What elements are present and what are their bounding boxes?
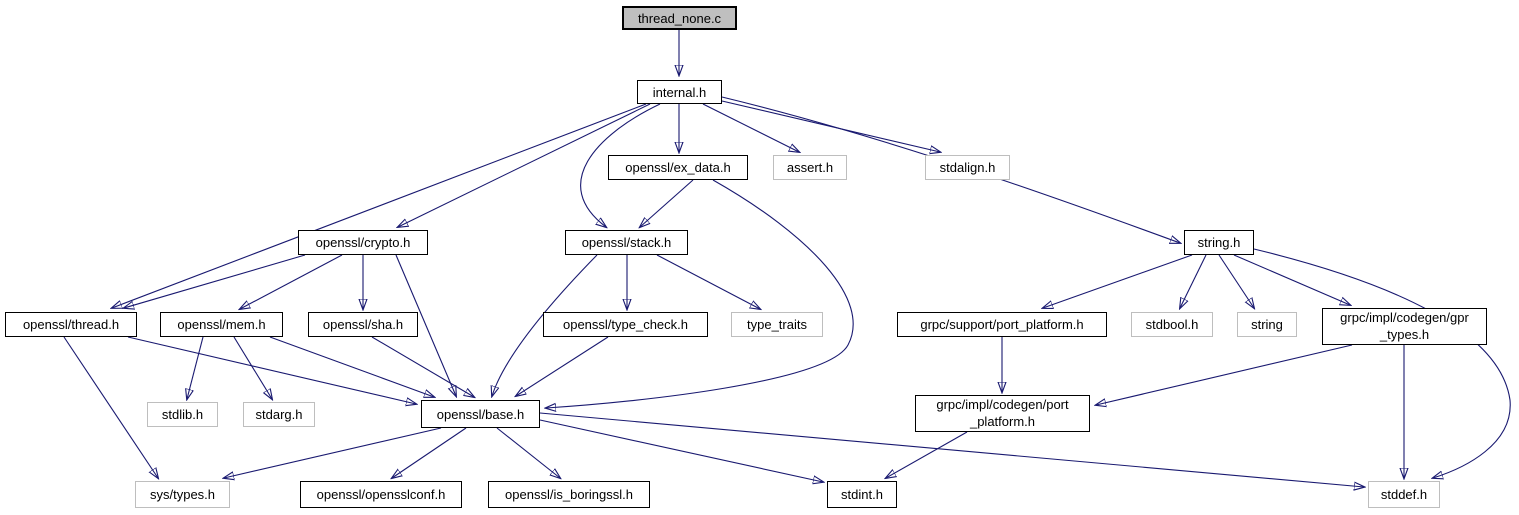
edge-gpr_types-to-codegen_pp (1096, 344, 1353, 405)
node-openssl-opensslconf-h[interactable]: openssl/opensslconf.h (300, 481, 462, 508)
edge-base-to-sys_types (224, 427, 442, 478)
node-stdlib-h: stdlib.h (147, 402, 218, 427)
node-stdint-h[interactable]: stdint.h (827, 481, 897, 508)
node-thread-none-c: thread_none.c (622, 6, 737, 30)
edge-crypto-to-thread (124, 254, 306, 308)
node-label-line2: _types.h (1379, 326, 1430, 342)
edge-string-to-string_lib (1218, 254, 1254, 308)
node-assert-h: assert.h (773, 155, 847, 180)
edge-thread-to-sys_types (63, 336, 158, 478)
edge-crypto-to-base (395, 254, 456, 396)
node-openssl-stack-h[interactable]: openssl/stack.h (565, 230, 688, 255)
node-openssl-is-boringssl-h[interactable]: openssl/is_boringssl.h (488, 481, 650, 508)
edge-internal-to-crypto (398, 103, 651, 227)
edge-crypto-to-mem (240, 254, 343, 309)
node-openssl-sha-h[interactable]: openssl/sha.h (308, 312, 418, 337)
node-type-traits: type_traits (731, 312, 823, 337)
node-stdbool-h: stdbool.h (1131, 312, 1213, 337)
node-string-lib: string (1237, 312, 1297, 337)
edge-internal-to-assert (702, 103, 799, 152)
edge-mem-to-stdlib (187, 336, 204, 399)
edge-codegen_pp-to-stdint (886, 431, 968, 478)
node-openssl-crypto-h[interactable]: openssl/crypto.h (298, 230, 428, 255)
edge-thread-to-base (127, 336, 416, 404)
edge-base-to-stdint (539, 419, 823, 482)
edge-string-to-stdbool (1180, 254, 1207, 308)
edge-internal-to-stack (580, 103, 661, 227)
edge-stack-to-type_traits (656, 254, 760, 309)
node-openssl-ex-data-h[interactable]: openssl/ex_data.h (608, 155, 748, 180)
edge-string-to-stddef (1253, 248, 1511, 478)
edge-base-to-stddef (539, 412, 1364, 487)
node-openssl-mem-h[interactable]: openssl/mem.h (160, 312, 283, 337)
node-openssl-thread-h[interactable]: openssl/thread.h (5, 312, 137, 337)
edge-string-to-gpr_types (1233, 254, 1350, 305)
node-label-line1: grpc/impl/codegen/gpr (1340, 309, 1469, 325)
node-grpc-support-port-platform-h[interactable]: grpc/support/port_platform.h (897, 312, 1107, 337)
node-sys-types-h: sys/types.h (135, 481, 230, 508)
edge-mem-to-stdarg (233, 336, 272, 399)
node-stddef-h: stddef.h (1368, 481, 1440, 508)
edge-type_check-to-base (516, 336, 609, 396)
edge-sha-to-base (371, 336, 474, 397)
edge-mem-to-base (269, 336, 434, 397)
node-internal-h[interactable]: internal.h (637, 80, 722, 104)
edge-stack-to-base (492, 254, 598, 396)
edge-internal-to-thread (112, 103, 647, 308)
node-openssl-type-check-h[interactable]: openssl/type_check.h (543, 312, 708, 337)
node-string-h[interactable]: string.h (1184, 230, 1254, 255)
edge-ex_data-to-stack (640, 179, 694, 227)
edge-ex_data-to-base (546, 179, 854, 408)
edge-base-to-is_boringssl (496, 427, 560, 478)
node-label-line1: grpc/impl/codegen/port (936, 396, 1069, 412)
edge-base-to-opensslconf (392, 427, 467, 478)
node-stdarg-h: stdarg.h (243, 402, 315, 427)
edge-string-to-support_pp (1043, 254, 1193, 308)
node-openssl-base-h[interactable]: openssl/base.h (421, 400, 540, 428)
node-grpc-impl-codegen-port-platform-h[interactable]: grpc/impl/codegen/port _platform.h (915, 395, 1090, 432)
node-grpc-impl-codegen-gpr-types-h[interactable]: grpc/impl/codegen/gpr _types.h (1322, 308, 1487, 345)
node-label-line2: _platform.h (969, 413, 1036, 429)
node-stdalign-h: stdalign.h (925, 155, 1010, 180)
